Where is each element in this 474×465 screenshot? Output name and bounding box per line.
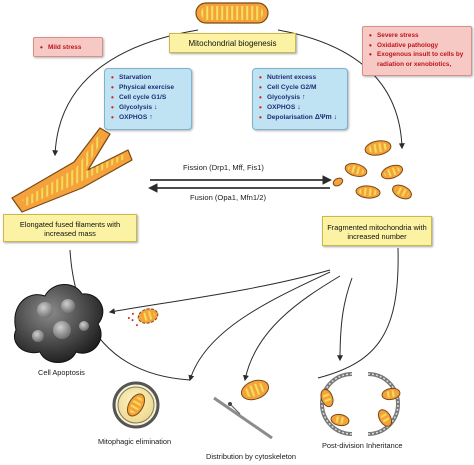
- severe-stress-item: Severe stress: [369, 31, 465, 41]
- arc-bottom-left: [69, 249, 191, 381]
- condition-item: Glycolysis↓: [111, 103, 185, 113]
- fusion-label: Fusion (Opa1, Mfn1/2): [190, 193, 266, 202]
- fragmented-mitochondria-icon: [332, 140, 412, 200]
- mitochondrial-biogenesis-box: Mitochondrial biogenesis: [169, 33, 296, 53]
- cytoskeleton-distribution-label: Distribution by cytoskeleton: [206, 452, 296, 461]
- fission-label: Fission (Drp1, Mff, Fis1): [183, 163, 264, 172]
- fragmented-mitochondria-box: Fragmented mitochondria with increased n…: [322, 216, 432, 246]
- apoptotic-cell-icon: [14, 284, 104, 363]
- elongated-filaments-box: Elongated fused filaments with increased…: [3, 214, 137, 242]
- arrow-to-apoptosis: [108, 269, 331, 315]
- condition-item: Nutrient excess: [259, 73, 341, 83]
- condition-item: OXPHOS↑: [111, 113, 185, 123]
- condition-item: OXPHOS↓: [259, 103, 341, 113]
- severe-stress-item: Oxidative pathology: [369, 41, 465, 51]
- mild-stress-text: Mild stress: [40, 43, 96, 53]
- up-arrow-icon: ↑: [149, 114, 153, 121]
- condition-item: Glycolysis↑: [259, 93, 341, 103]
- arrow-to-inheritance: [337, 277, 353, 362]
- membrane-potential-down-icon: ΔΨm ↓: [314, 114, 338, 121]
- down-arrow-icon: ↓: [154, 104, 158, 111]
- condition-item: Cell Cycle G2/M: [259, 83, 341, 93]
- mitophagic-elimination-label: Mitophagic elimination: [98, 437, 172, 446]
- arrow-to-mitophagy: [188, 271, 331, 382]
- severe-stress-box: Severe stress Oxidative pathology Exogen…: [362, 26, 472, 76]
- arc-bottom-right: [317, 247, 399, 379]
- condition-item: Cell cycle G1/S: [111, 93, 185, 103]
- up-arrow-icon: ↑: [302, 94, 306, 101]
- arrow-to-distribution: [243, 275, 341, 382]
- cytoskeleton-track-icon: [213, 396, 273, 440]
- fusion-conditions-box: Starvation Physical exercise Cell cycle …: [104, 68, 192, 130]
- dividing-cell-icon: [320, 372, 401, 436]
- mitochondrion-top-icon: [195, 2, 269, 24]
- severe-stress-item: Exogenous insult to cells by radiation o…: [369, 50, 465, 69]
- cell-apoptosis-label: Cell Apoptosis: [38, 368, 85, 377]
- fission-conditions-box: Nutrient excess Cell Cycle G2/M Glycolys…: [252, 68, 348, 130]
- mitochondrion-transported-icon: [240, 379, 270, 401]
- down-arrow-icon: ↓: [297, 104, 301, 111]
- mitochondrion-releasing-icon: [127, 308, 159, 327]
- condition-item: Starvation: [111, 73, 185, 83]
- fused-mitochondrial-network-icon: [11, 127, 133, 213]
- post-division-inheritance-label: Post-division Inheritance: [322, 441, 403, 450]
- arc-left-arrow: [52, 29, 199, 157]
- autophagosome-icon: [112, 381, 160, 429]
- condition-item: Physical exercise: [111, 83, 185, 93]
- mild-stress-box: Mild stress: [33, 37, 103, 57]
